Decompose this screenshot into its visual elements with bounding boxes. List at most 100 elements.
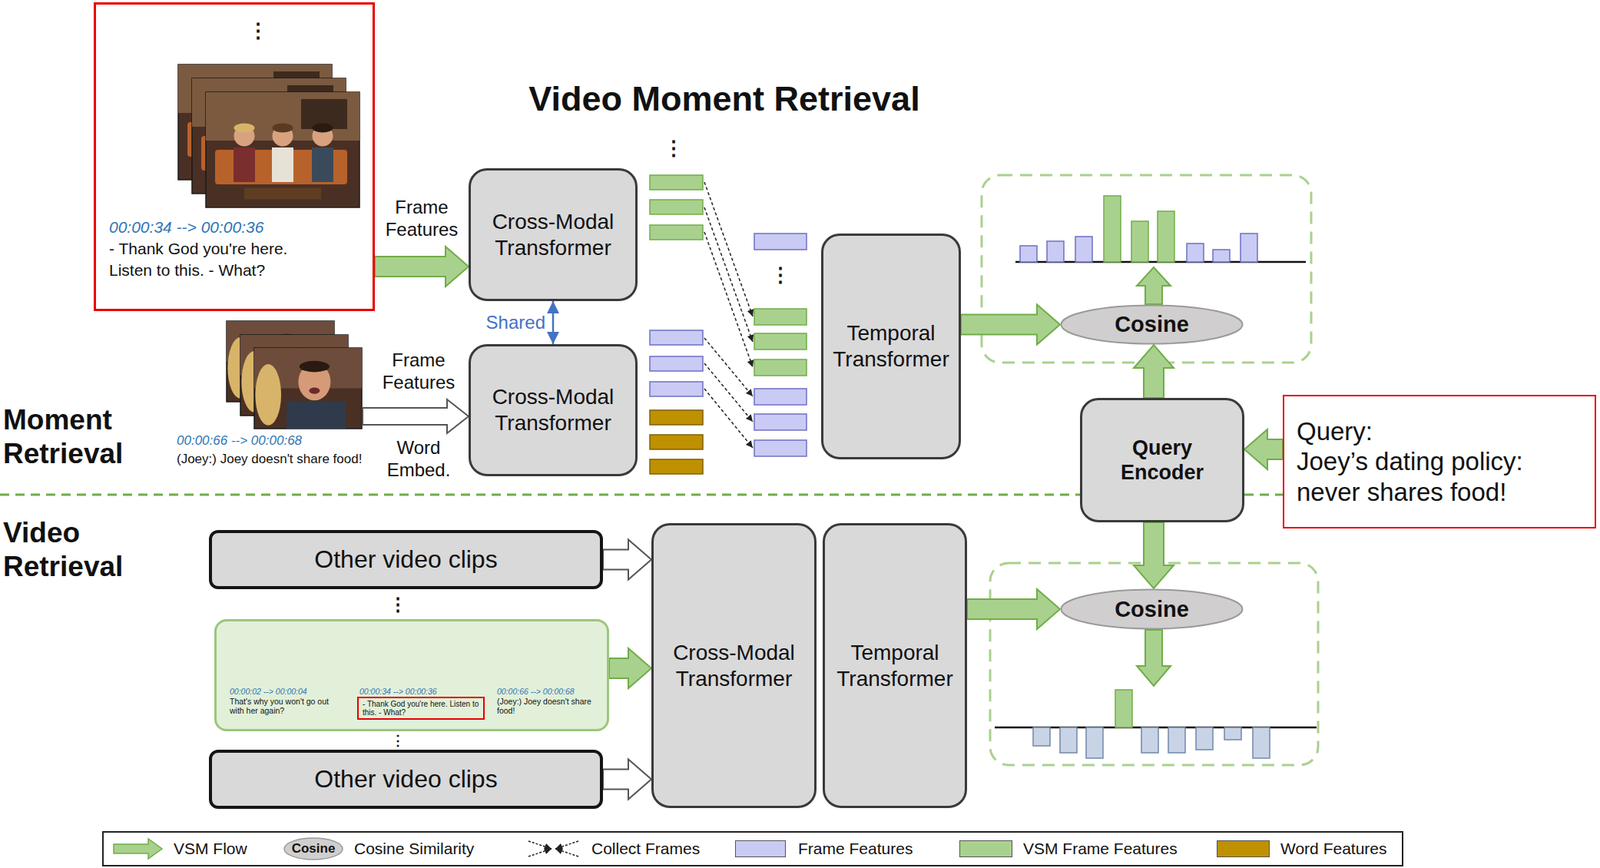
frame-feature [649,330,703,345]
vsm-feature [754,308,807,325]
score-bar [1060,727,1077,753]
frame-feature [754,414,807,431]
node-text: Cross-Modal Transformer [659,639,809,692]
frame-feature [754,388,807,405]
legend-dash [555,848,579,857]
clip-strip-ground [214,619,610,732]
legend-dash [528,848,552,857]
legend-text: Word Features [1280,838,1388,858]
node-text: Query Encoder [1088,435,1236,486]
person-body [286,400,346,429]
diagram-title: Video Moment Retrieval [417,78,1032,120]
score-bar [1020,245,1037,262]
score-bar [1046,241,1064,262]
score-bar [1075,236,1093,262]
score-bar [1141,727,1159,753]
node-text: Cosine [1114,596,1190,623]
query-box: Query:Joey’s dating policy: never shares… [1282,394,1597,529]
ellipsis-mark: ⋮ [388,595,408,614]
collect-frames-line [704,337,753,397]
legend-sample-text: Cosine [291,841,336,857]
cosine-outline [1061,305,1243,345]
vsm-flow-arrow [609,648,652,689]
transformer-box: Temporal Transformer [822,523,968,809]
timestamp: 00:00:66 --> 00:00:68 [176,433,302,449]
person-hair [299,361,330,373]
frame-feature [754,440,807,457]
vsm-feature [754,359,807,376]
vsm-flow-arrow [602,539,652,580]
legend-text: Collect Frames [591,838,700,858]
node-text: Cross-Modal Transformer [477,208,630,261]
transformer-box: Temporal Transformer [821,233,961,460]
node-text: 00:00:66 --> 00:00:68 [496,686,575,697]
node-text: Other video clips [314,764,497,794]
collect-frames-line [704,388,753,448]
vsm-feature [649,175,703,190]
flow-label: Word Embed. [372,437,465,482]
subtitle-highlight-box: - Thank God you're here. Listen to this.… [357,696,485,720]
vsm-flow-arrow [967,589,1061,630]
person-body [233,147,256,183]
legend-ellipse [284,838,343,860]
score-bar [1157,211,1175,262]
collect-frames-line [704,363,753,422]
frame-feature [754,233,807,250]
transformer-box: Cross-Modal Transformer [468,168,638,302]
person-hair [272,123,294,133]
shared-weights-arrow [552,301,555,345]
cosine-outline [1061,589,1243,630]
clip-group-box: Other video clips [208,530,603,590]
vsm-feature [649,225,703,240]
vsm-flow-arrow [1133,344,1174,398]
score-bar [1252,727,1270,759]
transformer-box: Cross-Modal Transformer [651,523,817,809]
legend-text: Frame Features [798,838,913,858]
flow-label: Frame Features [372,349,465,395]
table [244,188,322,200]
node-text: - Thank God you're here. Listen to this.… [109,238,332,282]
legend-sample [525,836,582,862]
section-label: Video Retrieval [3,516,157,585]
vsm-flow-arrow [1136,629,1171,686]
edge-label: Shared [480,311,546,335]
person-hair [312,123,334,133]
ellipsis-mark: ⋮ [248,20,269,41]
vsm-flow-arrow [1136,267,1171,305]
node-text: (Joey:) Joey doesn't share food! [496,696,605,716]
score-bar [1103,195,1121,262]
vsm-feature [754,333,807,350]
word-feature [649,434,703,450]
score-bar [1131,221,1149,262]
vsm-flow-arrow [960,304,1061,345]
node-text: Temporal Transformer [831,639,959,692]
vsm-flow-arrow [1244,429,1283,470]
frame-bg [205,92,360,208]
legend-sample [112,836,164,862]
legend-swatch [1216,840,1270,858]
edge-label: Frame Features [375,196,468,242]
legend-text: VSM Frame Features [1023,838,1178,858]
person-hair [234,123,256,133]
clip-group-box: Other video clips [208,749,603,809]
legend-arrow [113,838,163,859]
person-body [271,147,294,183]
node-text: 00:00:34 --> 00:00:36 [359,686,438,697]
score-bar [1115,689,1133,728]
cosine-ellipse: Cosine [1060,588,1244,630]
node-text: 00:00:02 --> 00:00:04 [229,686,308,697]
vsm-flow-arrow [602,759,652,800]
score-bar [1212,249,1230,262]
section-label: Moment Retrieval [3,403,157,472]
node-text: Temporal Transformer [829,320,953,372]
person-mouth [308,387,320,394]
legend-text: Cosine Similarity [354,838,474,858]
cosine-ellipse: Cosine [1060,304,1244,345]
node-text: Cosine [1114,311,1190,338]
word-feature [649,459,703,474]
vsm-feature [649,199,703,215]
word-feature [649,410,703,425]
person-hair [255,364,282,426]
legend-dash [528,841,552,849]
